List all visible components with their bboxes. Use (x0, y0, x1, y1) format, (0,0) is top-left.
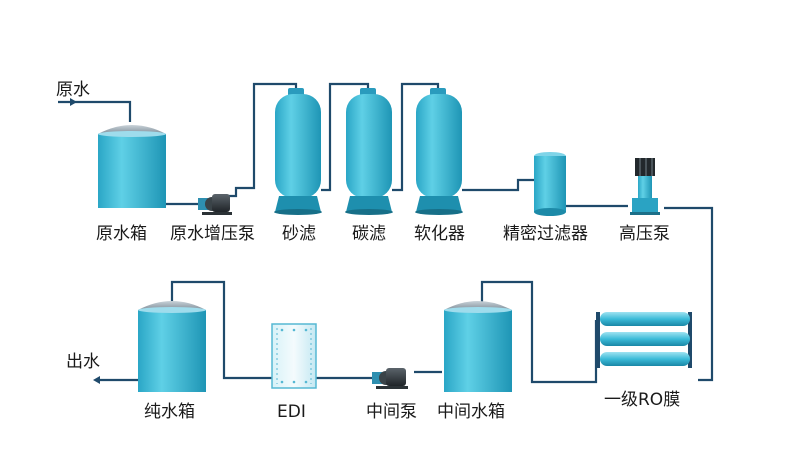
sand-filter-label: 砂滤 (282, 224, 316, 244)
pipe-carbon-to-softener (392, 82, 440, 192)
edi-module (271, 323, 317, 389)
high-pressure-pump (630, 158, 660, 215)
intermediate-tank-label: 中间水箱 (437, 402, 505, 422)
inlet-arrow-icon (70, 98, 77, 106)
outlet-arrow-icon (93, 376, 100, 384)
pipe-inlet (58, 100, 132, 122)
pipe-pump-to-sand (226, 82, 298, 198)
hp-pump-label: 高压泵 (619, 224, 670, 244)
pipe-network (58, 82, 714, 384)
precision-filter-label: 精密过滤器 (503, 224, 588, 244)
softener (415, 88, 463, 215)
carbon-filter-label: 碳滤 (352, 224, 386, 244)
pipe-softener-to-precision (462, 178, 534, 192)
booster-pump-label: 原水增压泵 (170, 224, 255, 244)
precision-filter (534, 152, 566, 216)
intermediate-pump-label: 中间泵 (366, 402, 417, 422)
softener-label: 软化器 (414, 224, 465, 244)
sand-filter (274, 88, 322, 215)
pure-tank-label: 纯水箱 (144, 402, 195, 422)
pipe-hppump-to-ro (664, 206, 714, 382)
pipe-sand-to-carbon (321, 82, 370, 192)
raw-tank-label: 原水箱 (96, 224, 147, 244)
ro-membrane-unit (596, 312, 692, 368)
outlet-label: 出水 (66, 352, 100, 372)
pipe-edi-to-puretank (170, 280, 272, 380)
pipe-ro-to-midtank (480, 280, 598, 384)
pure-water-tank (138, 301, 206, 392)
raw-water-booster-pump (198, 194, 232, 215)
raw-water-tank (98, 125, 166, 208)
inlet-label: 原水 (56, 80, 90, 100)
intermediate-pump (372, 368, 408, 389)
intermediate-tank (444, 301, 512, 392)
ro-membrane-label: 一级RO膜 (604, 390, 681, 410)
edi-label: EDI (277, 402, 306, 422)
carbon-filter (345, 88, 393, 215)
